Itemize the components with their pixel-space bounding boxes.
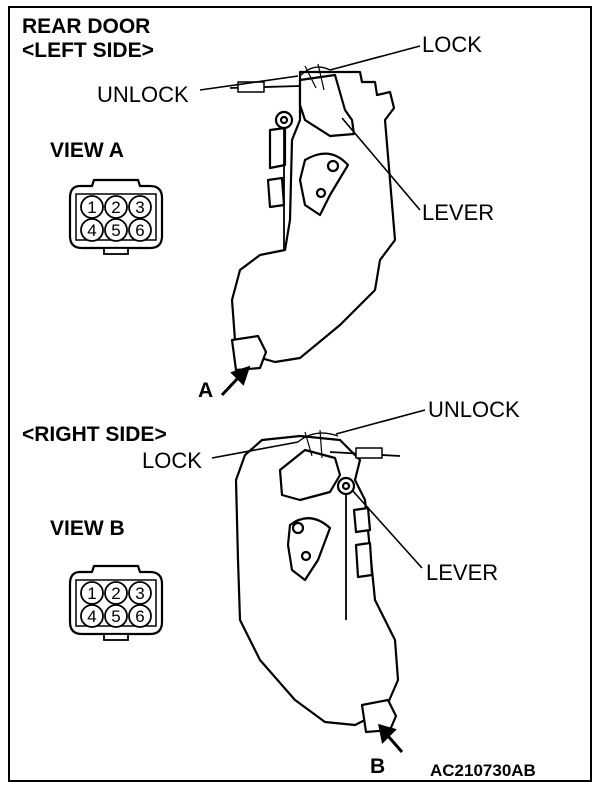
right-lever-label: LEVER [426,560,499,585]
pin-b-2-label: 2 [111,584,120,603]
pin-b-1-label: 1 [87,584,96,603]
pin-a-3-label: 3 [135,198,144,217]
pin-b-4-label: 4 [87,607,96,626]
left-lever-label: LEVER [422,200,495,225]
pin-a-2 [104,195,128,219]
pin-b-6-label: 6 [135,607,144,626]
pin-b-1 [80,581,104,605]
pin-a-3 [128,195,152,219]
header-title: REAR DOOR [22,15,151,38]
pin-a-2-label: 2 [111,198,120,217]
figure-code: AC210730AB [430,761,536,780]
pin-b-5-label: 5 [111,607,120,626]
pin-b-3 [128,581,152,605]
pin-a-5-label: 5 [111,221,120,240]
pin-a-1-label: 1 [87,198,96,217]
pin-a-5 [104,218,128,242]
right-side-actuator [234,429,401,734]
pin-a-6 [128,218,152,242]
pin-b-3-label: 3 [135,584,144,603]
view-a-label: VIEW A [50,139,124,162]
pin-b-2 [104,581,128,605]
view-b-label: VIEW B [50,517,125,540]
pin-a-4-label: 4 [87,221,96,240]
pin-b-6 [128,604,152,628]
pin-a-4 [80,218,104,242]
left-lock-label: LOCK [422,32,482,57]
pin-a-1 [80,195,104,219]
right-side-heading: <RIGHT SIDE> [22,423,167,446]
left-side-actuator [229,63,397,372]
pin-a-6-label: 6 [135,221,144,240]
arrow-a-icon [220,365,251,397]
left-leader-lines [199,45,421,211]
right-unlock-label: UNLOCK [428,397,520,422]
left-side-heading: <LEFT SIDE> [22,39,154,62]
pin-b-4 [80,604,104,628]
left-unlock-label: UNLOCK [97,82,189,107]
right-leader-lines [211,409,426,569]
arrow-b-icon [378,723,404,753]
pin-b-5 [104,604,128,628]
arrow-b-label: B [370,755,386,778]
right-lock-label: LOCK [142,448,202,473]
arrow-a-label: A [198,379,214,402]
